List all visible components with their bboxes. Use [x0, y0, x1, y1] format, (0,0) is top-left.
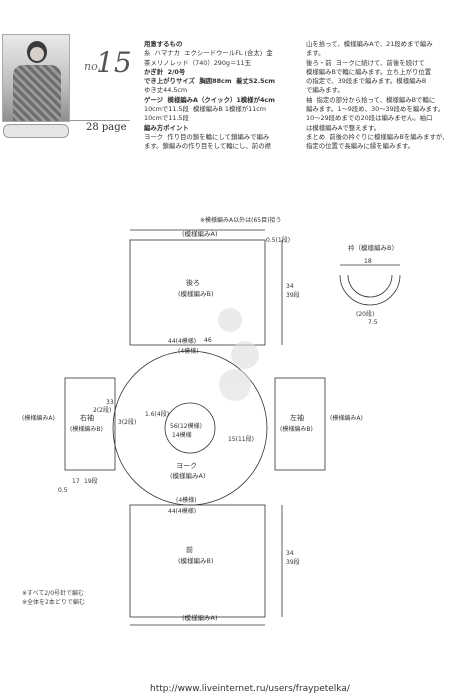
instruction-line: 袖 指定の部分から拾って、模様編みBで輪に: [306, 95, 436, 104]
back-panel: [129, 239, 266, 346]
source-url: http://www.liveinternet.ru/users/fraypet…: [150, 684, 350, 694]
left-sleeve-edge: (模様編みA): [330, 414, 363, 422]
collar-rows: (20段): [356, 310, 374, 318]
instruction-line: 10～29段めまでの20段は編みません。袖口: [306, 114, 433, 123]
instruction-line: 模様編みBで輪に編みます。立ち上がり位置: [306, 67, 432, 76]
model-photo: [2, 34, 70, 122]
instruction-line: 編みます。1～9段め、30～39段めを編みます。: [306, 105, 445, 114]
instruction-line: ます。鎖編みの作り目をして輪にし、前の襟: [144, 142, 271, 151]
instruction-line: 後ろ・前 ヨークに続けて、前後を続けて: [306, 58, 425, 67]
instruction-line: で編みます。: [306, 86, 344, 95]
instruction-line: 10cmで11.5段: [144, 114, 189, 123]
photo-caption-badge: [3, 124, 69, 138]
yoke-outer: [112, 350, 268, 506]
yoke-subtitle: (模様編みA): [170, 471, 206, 480]
diagram-top-note: ※模様編みA以外は(65目)拾う: [200, 216, 281, 224]
yoke-right-dim: 15(11段): [228, 435, 254, 443]
instruction-line: ゲージ 模様編みA（クイック）1模様が4cm: [144, 95, 275, 104]
yoke-inner: [164, 402, 216, 454]
dim-top-edge: 0.5(1段): [266, 236, 290, 244]
instruction-line: 山を拾って、模様編みAで、21段めまで編み: [306, 40, 433, 48]
instruction-line: でき上がりサイズ 胸囲88cm 着丈52.5cm: [144, 77, 275, 86]
dim-cuff: 0.5: [58, 487, 68, 494]
back-title: 後ろ: [186, 278, 200, 287]
header-divider: [70, 120, 130, 121]
pattern-number: 15: [96, 46, 132, 79]
yoke-count-top: (4模様): [178, 347, 199, 355]
instruction-line: まとめ 前後の衿ぐりに模様編みBを編みますが、: [306, 132, 449, 141]
dim-collar-depth: 7.5: [368, 319, 378, 326]
right-sleeve-subtitle: (模様編みB): [70, 425, 103, 433]
dim-back-height: 34: [286, 283, 294, 290]
dim-front-height: 34: [286, 550, 294, 557]
back-width: 44(4模様): [168, 337, 196, 345]
top-edge-label: (模様編みA): [182, 229, 218, 238]
right-sleeve-title: 右袖: [80, 413, 94, 422]
front-width: 44(4模様): [168, 507, 196, 515]
dim-sleeve-edge: 3(2段): [118, 418, 136, 426]
instruction-line: 用意するもの: [144, 40, 183, 48]
instruction-line: 糸 ハマナカ エクシードウールFL (合太) 金: [144, 49, 273, 58]
yoke-rows: 1.6(4段): [145, 410, 169, 418]
collar-width: 18: [364, 258, 372, 265]
yoke-title: ヨーク: [176, 462, 197, 470]
instruction-line: 10cmで11.5段 模様編みB 1模様が11cm: [144, 105, 267, 114]
instruction-line: 茶メリノレッド（740）290g＝11玉: [144, 58, 251, 67]
instruction-line: の指定で、39段まで編みます。模様編みB: [306, 77, 427, 86]
back-subtitle: (模様編みB): [178, 289, 214, 298]
page-reference: 28 page: [86, 122, 127, 133]
diagram-notes: ※すべて2/0号針で編む ※全体を2本どりで編む: [22, 590, 85, 606]
dim-front-rows: 39段: [286, 558, 300, 566]
dim-back-rows: 39段: [286, 291, 300, 299]
instruction-line: 指定の位置で長編みに縁を編みます。: [306, 142, 414, 151]
yoke-count-bottom: (4模様): [176, 496, 197, 504]
instruction-line: は模様編みAで整えます。: [306, 123, 381, 132]
dim-sleeve-length-rows: 19段: [84, 477, 98, 485]
dim-sleeve-length: 17: [72, 478, 80, 485]
dim-sleeve-rows: 2(2段): [93, 406, 111, 414]
instructions-column-1: 用意するもの糸 ハマナカ エクシードウールFL (合太) 金茶メリノレッド（74…: [144, 40, 300, 152]
instruction-line: ヨーク 作り目の鎖を輪にして鎖編みで編み: [144, 132, 270, 141]
left-sleeve-panel: [274, 377, 326, 471]
pattern-no-prefix: no.: [84, 60, 102, 73]
neck-pattern-count: 14模様: [172, 431, 192, 439]
front-subtitle: (模様編みB): [178, 556, 214, 565]
left-sleeve-subtitle: (模様編みB): [280, 425, 313, 433]
instruction-line: ます。: [306, 49, 325, 58]
right-sleeve-panel: [64, 377, 116, 471]
dim-sleeve-width: 33: [106, 399, 114, 406]
instruction-line: 編み方ポイント: [144, 123, 189, 132]
right-sleeve-edge: (模様編みA): [22, 414, 55, 422]
back-width-alt: 46: [204, 337, 212, 344]
left-sleeve-title: 左袖: [290, 413, 304, 422]
instructions-column-2: 山を拾って、模様編みAで、21段めまで編みます。後ろ・前 ヨークに続けて、前後を…: [306, 40, 460, 152]
instruction-line: ゆき丈44.5cm: [144, 86, 188, 95]
instruction-line: かぎ針 2/0号: [144, 67, 186, 76]
bottom-edge-label: (模様編みA): [182, 613, 218, 622]
neck-circumference: 56(12模様): [170, 422, 202, 430]
front-title: 前: [186, 545, 193, 554]
collar-title: 衿（模様編みB）: [348, 243, 398, 252]
